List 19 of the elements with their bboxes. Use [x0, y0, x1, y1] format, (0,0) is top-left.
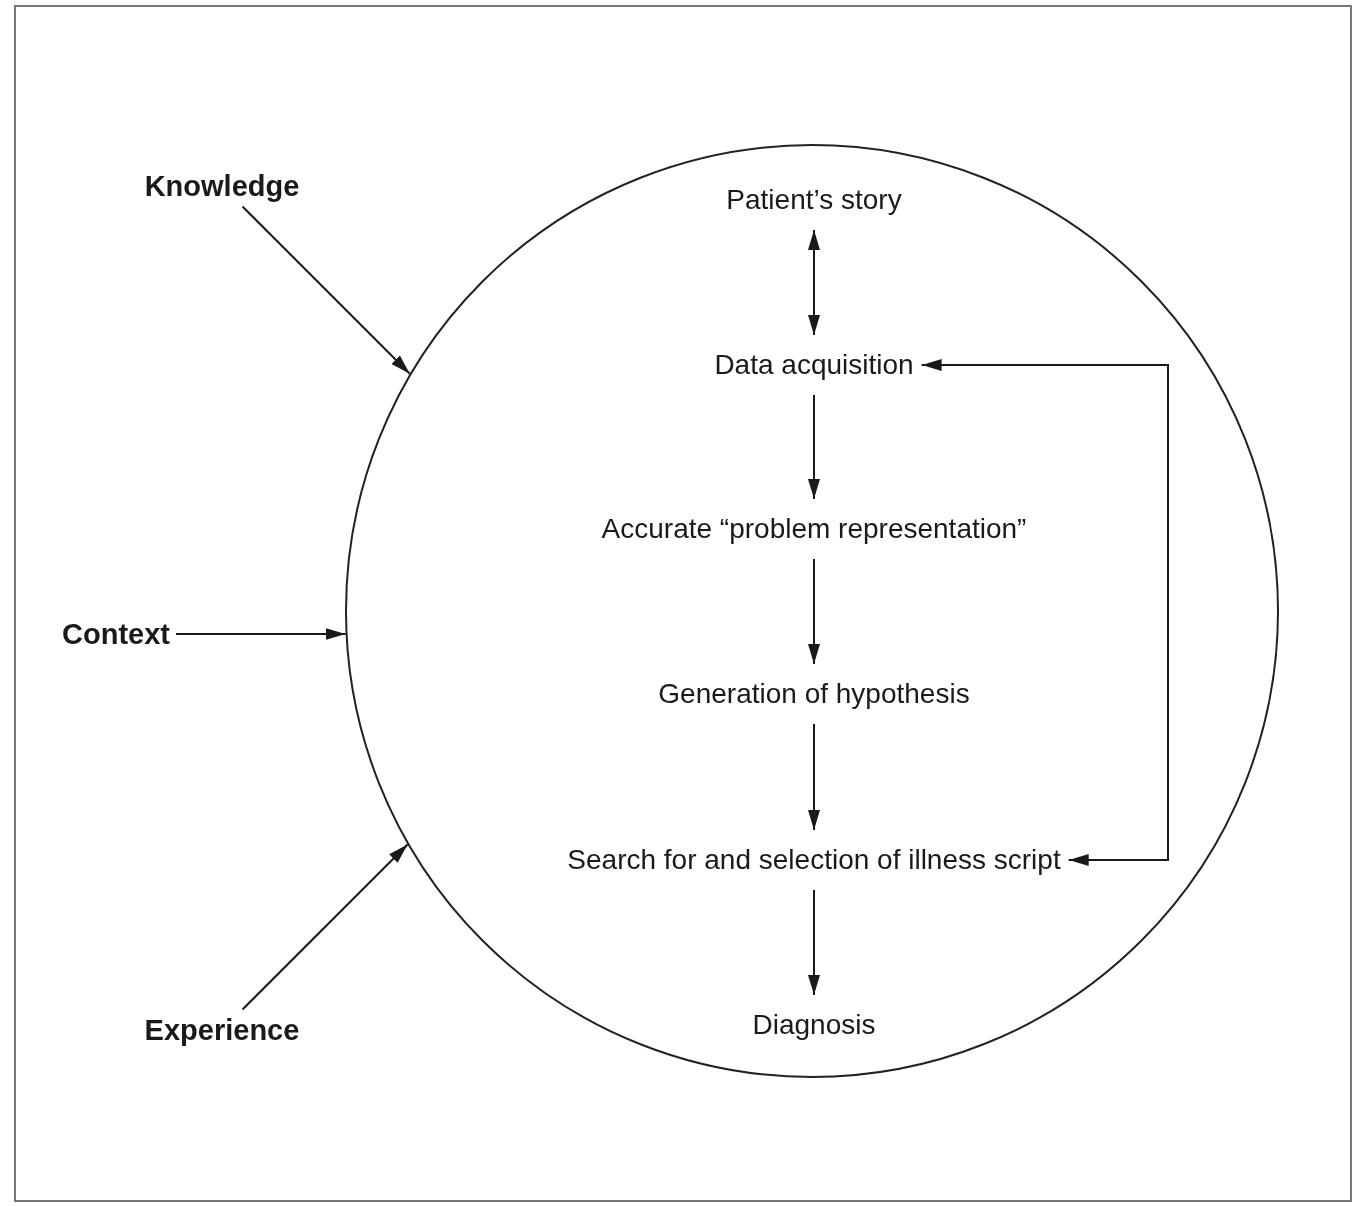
arrow [808, 229, 820, 336]
arrow [175, 628, 347, 640]
arrow [808, 889, 820, 996]
step-label: Generation of hypothesis [650, 664, 978, 724]
step-label: Accurate “problem representation” [593, 499, 1035, 559]
step-label: Data acquisition [706, 335, 922, 395]
arrow [241, 205, 411, 375]
step-label: Diagnosis [744, 995, 884, 1055]
arrow [808, 394, 820, 500]
arrow [241, 843, 409, 1011]
arrow [808, 558, 820, 665]
factor-label: Context [56, 613, 176, 655]
circle-boundary [345, 144, 1279, 1078]
factor-label: Knowledge [138, 165, 306, 207]
step-label: Patient’s story [718, 170, 910, 230]
arrow [920, 359, 1169, 866]
factor-label: Experience [138, 1009, 306, 1051]
step-label: Search for and selection of illness script [559, 830, 1069, 890]
arrow [808, 723, 820, 831]
